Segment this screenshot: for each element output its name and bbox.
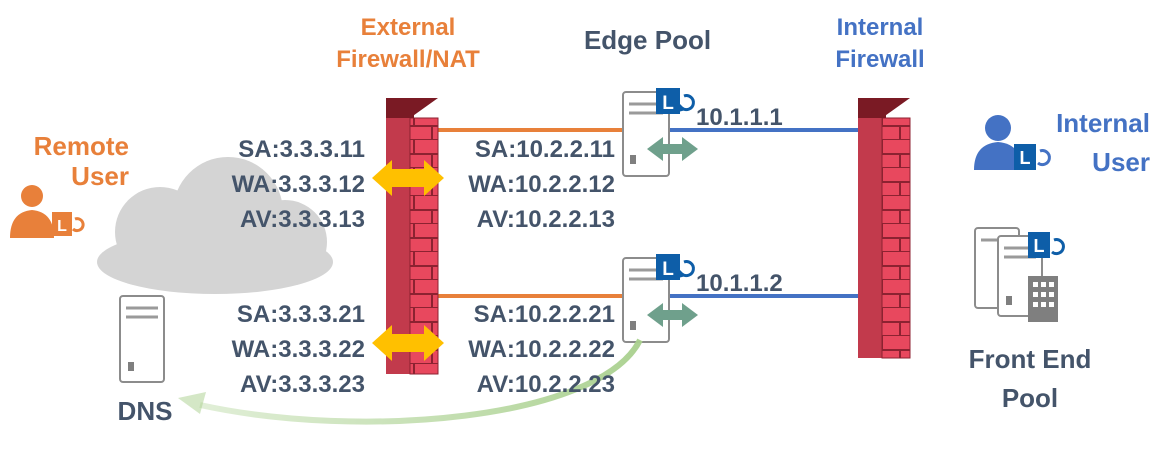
svg-text:L: L: [1034, 236, 1045, 256]
external-firewall-label: External Firewall/NAT: [318, 12, 498, 77]
dns-server-icon: [119, 295, 165, 383]
remote-user-icon: L: [10, 185, 85, 238]
edge-address-av-2: AV:10.2.2.23: [476, 370, 615, 398]
front-end-pool-label-line-1: Front End: [968, 344, 1092, 374]
edge-address-av-1: AV:10.2.2.13: [476, 205, 615, 233]
building-icon: [1028, 276, 1058, 322]
svg-text:L: L: [1020, 148, 1031, 168]
internal-ip-1: 10.1.1.1: [696, 104, 783, 131]
edge-address-list-2: SA:10.2.2.21 WA:10.2.2.22 AV:10.2.2.23: [430, 298, 615, 402]
nat-arrow-1: [372, 160, 444, 196]
edge-address-sa-2: SA:10.2.2.21: [473, 301, 615, 328]
edge-address-sa-1: SA:10.2.2.11: [474, 136, 615, 163]
edge-pool-label: Edge Pool: [583, 25, 712, 55]
internal-user-icon: L: [974, 115, 1051, 170]
external-address-wa-2: WA:3.3.3.22: [231, 335, 365, 363]
external-firewall-label-line-2: Firewall/NAT: [336, 46, 480, 74]
internal-user-label-line-2: User: [1092, 147, 1150, 177]
front-end-pool-label-line-2: Pool: [1001, 383, 1059, 413]
svg-text:L: L: [662, 93, 674, 114]
edge-server-1: L: [622, 88, 698, 177]
external-firewall-label-line-1: External: [360, 14, 456, 41]
remote-user-label-line-2: User: [71, 160, 129, 191]
internal-external-arrow: [647, 303, 698, 327]
external-address-sa-2: SA:3.3.3.21: [236, 301, 365, 328]
internal-firewall-label-line-2: Firewall: [835, 46, 925, 74]
internal-external-arrow: [647, 137, 698, 161]
external-address-wa-1: WA:3.3.3.12: [231, 170, 365, 198]
dns-label: DNS: [117, 396, 173, 426]
svg-text:L: L: [662, 259, 674, 280]
external-address-sa-1: SA:3.3.3.11: [238, 136, 365, 163]
remote-user-label: Remote User: [14, 131, 129, 192]
external-address-list-2: SA:3.3.3.21 WA:3.3.3.22 AV:3.3.3.23: [180, 298, 365, 402]
front-end-pool-label: Front End Pool: [935, 340, 1125, 418]
edge-address-list-1: SA:10.2.2.11 WA:10.2.2.12 AV:10.2.2.13: [430, 133, 615, 237]
remote-user-label-line-1: Remote: [33, 131, 129, 161]
internal-firewall-label: Internal Firewall: [820, 12, 940, 77]
dns-lookup-arrow: [178, 338, 643, 425]
external-address-list-1: SA:3.3.3.11 WA:3.3.3.12 AV:3.3.3.13: [180, 133, 365, 237]
internal-firewall-icon: [858, 98, 911, 359]
edge-address-wa-2: WA:10.2.2.22: [468, 335, 615, 363]
lync-badge-icon: L: [656, 254, 695, 280]
internal-user-label: Internal User: [1030, 104, 1150, 182]
external-address-av-2: AV:3.3.3.23: [240, 370, 365, 398]
external-address-av-1: AV:3.3.3.13: [240, 205, 365, 233]
edge-address-wa-1: WA:10.2.2.12: [468, 170, 615, 198]
front-end-pool-icon: L: [974, 227, 1065, 322]
internal-user-label-line-1: Internal: [1056, 108, 1150, 138]
edge-server-2: L: [622, 254, 698, 343]
cloud-icon: [97, 157, 333, 294]
lync-badge-icon: L: [656, 88, 695, 114]
internal-ip-2: 10.1.1.2: [696, 270, 783, 297]
svg-text:L: L: [57, 218, 67, 235]
lync-badge-icon: L: [1028, 232, 1065, 258]
internal-firewall-label-line-1: Internal: [836, 14, 924, 41]
nat-arrow-2: [372, 325, 444, 361]
